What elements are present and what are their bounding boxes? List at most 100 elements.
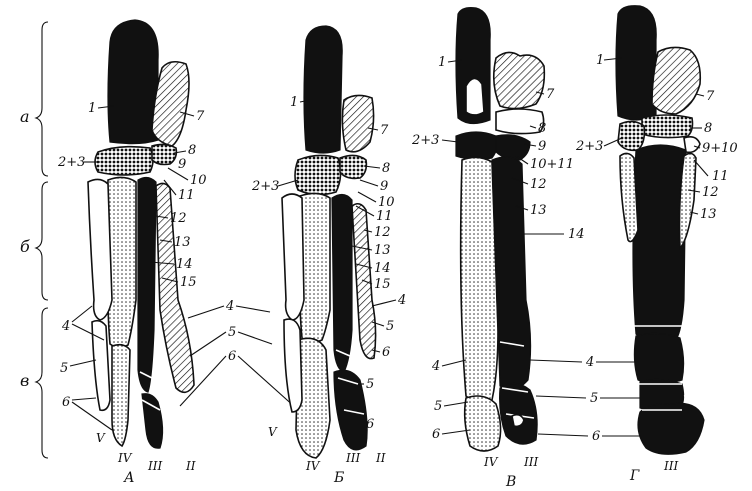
label-a-13: 13: [174, 235, 191, 250]
label-v-9: 9: [538, 139, 546, 154]
label-b-13: 13: [374, 243, 391, 258]
label-g-7: 7: [706, 89, 715, 104]
bone-iii-phalanges: [141, 393, 164, 449]
bone-b-8-tarsal: [339, 154, 368, 180]
bone-g-7-fibula: [651, 46, 702, 115]
label-b-14: 14: [374, 261, 391, 276]
bone-b-1-tibia: [303, 25, 343, 154]
label-v-4: 4: [431, 359, 440, 374]
bone-g-iii-hoof: [637, 402, 705, 455]
label-v-8: 8: [538, 121, 546, 136]
label-vg-4: 4: [585, 355, 594, 370]
bone-g-iii-metatarsal: [632, 144, 687, 343]
label-ab-4: 4: [225, 299, 234, 314]
panel-label-g: Г: [629, 468, 640, 484]
bone-v-8-tarsal: [495, 108, 545, 135]
panel-g-skeleton: [615, 5, 705, 455]
label-b-6b: 6: [366, 417, 374, 432]
bone-v-7-fibula: [492, 51, 546, 110]
bone-7-fibula: [151, 60, 190, 147]
shared-labels-v-g: 4 5 6: [529, 355, 644, 444]
panel-b-skeleton: [281, 25, 377, 459]
label-b-1: 1: [290, 95, 298, 110]
label-a-10: 10: [190, 173, 207, 188]
bone-v-sesamoid: [511, 413, 525, 428]
panel-v-labels: 1 7 8 2+3 9 10+11 12 13 14 4 5 6 IV III …: [411, 55, 585, 490]
label-a-8: 8: [188, 143, 196, 158]
bone-b-2-3-tarsal: [294, 154, 342, 196]
bone-iii-metatarsal: [137, 176, 157, 393]
label-g-12: 12: [702, 185, 719, 200]
label-a-6: 6: [62, 395, 70, 410]
digit-b-iv: IV: [305, 459, 321, 473]
panel-b-labels: 1 7 2+3 8 9 10 11 12 13 14 15 4 5 6 5 6 …: [251, 95, 406, 486]
bone-v-10-11-tarsal: [495, 134, 531, 161]
bone-b-v-phalanges: [283, 318, 303, 413]
section-braces: а б в: [20, 21, 49, 459]
label-g-8: 8: [704, 121, 712, 136]
panel-v-skeleton: [455, 7, 546, 452]
digit-g-iii: III: [663, 459, 678, 473]
digit-a-v: V: [96, 431, 106, 445]
label-b-5b: 5: [366, 377, 374, 392]
label-ab-5: 5: [228, 325, 236, 340]
bone-g-2-3-tarsal: [617, 120, 646, 152]
label-a-12: 12: [170, 211, 187, 226]
label-vg-5: 5: [590, 391, 598, 406]
label-v-2-3: 2+3: [411, 133, 439, 148]
label-b-12: 12: [374, 225, 391, 240]
bone-g-9-10-tarsal: [683, 136, 701, 154]
digit-a-ii: II: [185, 459, 196, 473]
panel-label-b: Б: [333, 470, 344, 486]
panel-a-skeleton: [87, 19, 195, 449]
label-b-10: 10: [378, 195, 395, 210]
bone-b-iii-phalanges: [333, 369, 368, 451]
digit-b-v: V: [268, 425, 278, 439]
shared-labels-a-b: 4 5 6: [179, 299, 297, 409]
section-label-b: б: [20, 237, 30, 256]
bone-v-2-3-tarsal: [455, 131, 498, 161]
bone-g-1-tibia: [615, 5, 657, 121]
label-v-1: 1: [438, 55, 446, 70]
bone-ii-metatarsal: [155, 182, 195, 394]
label-b-5: 5: [386, 319, 394, 334]
label-v-14: 14: [568, 227, 585, 242]
bone-iv-phalanges: [111, 343, 131, 448]
bone-v-metatarsal: [87, 178, 113, 321]
bone-2-3-tarsal: [94, 145, 154, 176]
bone-iv-metatarsal: [106, 176, 137, 349]
label-a-15: 15: [180, 275, 197, 290]
bone-b-v-metatarsal: [281, 193, 305, 321]
section-label-a: а: [20, 107, 30, 126]
label-a-9: 9: [178, 157, 186, 172]
label-b-11: 11: [376, 209, 393, 224]
label-a-7: 7: [196, 109, 205, 124]
bone-g-13-splint: [678, 152, 697, 250]
label-a-11: 11: [178, 188, 195, 203]
label-g-1: 1: [596, 53, 604, 68]
bone-v-1-tibia-window: [465, 77, 485, 116]
label-g-11: 11: [712, 169, 729, 184]
label-v-5: 5: [434, 399, 442, 414]
label-v-13: 13: [530, 203, 547, 218]
label-a-2-3: 2+3: [57, 155, 85, 170]
bone-v-phalanges: [91, 319, 111, 412]
label-ab-6: 6: [228, 349, 236, 364]
section-label-v: в: [20, 371, 29, 390]
bone-v-iv-phalanges: [463, 395, 502, 452]
panel-label-a: А: [123, 470, 135, 486]
digit-a-iv: IV: [117, 451, 133, 465]
bone-b-7-fibula: [341, 94, 375, 153]
digit-v-iv: IV: [483, 455, 499, 469]
label-g-9-10: 9+10: [702, 141, 738, 156]
digit-v-iii: III: [523, 455, 538, 469]
panel-g-labels: 1 7 8 2+3 9+10 11 12 13 III Г: [575, 53, 738, 484]
label-a-1: 1: [88, 101, 96, 116]
digit-b-iii: III: [345, 451, 360, 465]
digit-a-iii: III: [147, 459, 162, 473]
label-v-6: 6: [432, 427, 440, 442]
label-b-8: 8: [382, 161, 390, 176]
label-a-4: 4: [61, 319, 70, 334]
